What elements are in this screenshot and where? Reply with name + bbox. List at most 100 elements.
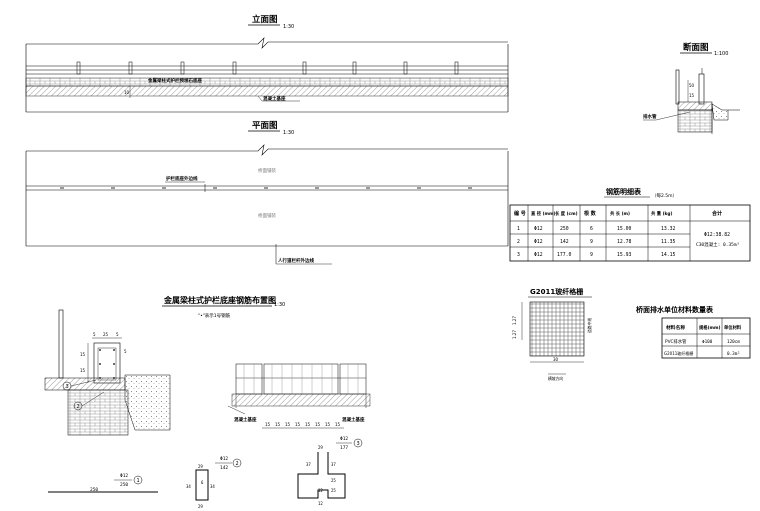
plan-label-deck-1: 桥面铺装 bbox=[258, 167, 276, 174]
rebar-r1-total-wt: 13.32 bbox=[661, 226, 676, 232]
bar2-length: 142 bbox=[220, 465, 228, 471]
bar3-dim-7: 12 bbox=[318, 501, 323, 506]
bar2-number: 2 bbox=[236, 461, 239, 467]
layout-spacing-3: 15 bbox=[285, 422, 291, 427]
layout-note: "•"表示1号钢筋 bbox=[198, 312, 231, 319]
rebar-th-len: 长 度 (cm) bbox=[555, 210, 578, 217]
elevation-concrete-strip bbox=[25, 85, 509, 97]
layout-dim-top-2: 25 bbox=[103, 332, 109, 337]
section-title: 断面图 bbox=[683, 42, 709, 53]
layout-dim-side-1: 15 bbox=[80, 352, 86, 357]
material-table-title: 桥面排水单位材料数量表 bbox=[636, 305, 714, 314]
bar3-dim-1: 29 bbox=[318, 445, 323, 450]
mat-th-name: 材料名称 bbox=[665, 324, 685, 331]
layout-spacing-8: 15 bbox=[335, 422, 341, 427]
layout-spacing-6: 15 bbox=[315, 422, 321, 427]
rebar-r3-len: 177.0 bbox=[557, 252, 572, 258]
rebar-r1-dia: Φ12 bbox=[534, 226, 543, 232]
rebar-r2-count: 9 bbox=[590, 239, 593, 245]
bar3-number: 3 bbox=[357, 441, 360, 447]
rebar-r3-dia: Φ12 bbox=[534, 252, 543, 258]
plan-label-base-edge: 护栏底座外边线 bbox=[166, 175, 198, 182]
bar-3-detail: Φ12 177 3 29 37 37 25 25 12 12 bbox=[297, 436, 363, 506]
plan-scale: 1:30 bbox=[283, 130, 294, 136]
bar2-dim-2: 34 bbox=[186, 484, 191, 489]
bar3-dim-6: 12 bbox=[318, 488, 323, 493]
bar1-dim: 250 bbox=[90, 487, 98, 493]
plan-view: 平面图 1:30 桥面铺装 桥面铺装 护栏底座外边线 人行道栏杆外边线 bbox=[25, 121, 509, 265]
section-dim-b: 15 bbox=[689, 93, 695, 98]
mat-r1-spec: Φ100 bbox=[702, 339, 713, 345]
bar-2-detail: Φ12 142 2 29 34 6 34 29 bbox=[186, 456, 242, 509]
rebar-r2-dia: Φ12 bbox=[534, 239, 543, 245]
rebar-r3-count: 9 bbox=[590, 252, 593, 258]
bar2-dim-1: 29 bbox=[198, 464, 203, 469]
bar3-dim-3: 37 bbox=[331, 462, 336, 467]
grid-dim-left-2: 1.27 bbox=[512, 330, 517, 339]
bar3-spec: Φ12 bbox=[340, 436, 348, 442]
mat-r1-unit: 120cm bbox=[727, 339, 740, 345]
rebar-r1-count: 6 bbox=[590, 226, 593, 232]
rebar-th-dia: 直 径 (mm) bbox=[531, 210, 556, 217]
elevation-view: 立面图 1:30 金属梁柱式护栏预埋石底座 10 混凝土基座 bbox=[25, 14, 509, 113]
layout-dim-side-2: 5 bbox=[124, 349, 127, 354]
bar2-dim-5: 29 bbox=[198, 504, 203, 509]
rebar-table: 钢筋明细表 （每2.5m） 编 号 直 径 (mm) 长 度 (cm) 根 数 … bbox=[509, 187, 751, 262]
grid-label-bottom: 横坡方向 bbox=[548, 376, 563, 381]
rebar-r2-total-len: 12.78 bbox=[617, 239, 632, 245]
layout-post bbox=[58, 309, 64, 379]
rebar-r1-no: 1 bbox=[517, 226, 520, 232]
rebar-th-no: 编 号 bbox=[514, 210, 526, 217]
section-label-drain: 排水管 bbox=[643, 113, 657, 120]
layout-callout-3-label: 3 bbox=[66, 384, 69, 390]
bar3-dim-5: 25 bbox=[331, 488, 336, 493]
elevation-dim-height: 10 bbox=[124, 90, 130, 95]
rebar-th-total-len: 共 长 (m) bbox=[610, 210, 630, 217]
bar1-length: 250 bbox=[120, 482, 128, 488]
rebar-r3-total-wt: 14.15 bbox=[661, 252, 676, 258]
plan-label-sidewalk: 人行道栏杆外边线 bbox=[277, 257, 314, 264]
bar3-dim-4: 25 bbox=[331, 478, 336, 483]
elevation-base-strip bbox=[25, 77, 509, 87]
elevation-posts bbox=[76, 61, 459, 75]
elevation-label-base: 金属梁柱式护栏预埋石底座 bbox=[147, 77, 202, 84]
rebar-r2-no: 2 bbox=[517, 239, 520, 245]
bar3-callout bbox=[353, 438, 363, 448]
mat-th-unit: 单位材料 bbox=[724, 324, 742, 331]
bar1-spec: Φ12 bbox=[120, 473, 128, 479]
rebar-th-total-wt: 共 重 (kg) bbox=[651, 210, 672, 217]
rebar-r2-len: 142 bbox=[560, 239, 569, 245]
plan-label-deck-2: 桥面铺装 bbox=[258, 212, 276, 219]
layout-base-elevation bbox=[231, 363, 371, 408]
section-dim-a: 50 bbox=[689, 83, 695, 88]
layout-label-concrete-1: 混凝土基座 bbox=[234, 416, 257, 423]
rebar-table-title: 钢筋明细表 bbox=[606, 187, 642, 196]
rebar-total-line1: Φ12:38.82 bbox=[704, 232, 730, 238]
layout-dim-side-3: 15 bbox=[80, 368, 86, 373]
plan-post-marks bbox=[60, 187, 472, 189]
grid-dim-left-1: 1.27 bbox=[512, 316, 517, 325]
layout-spacing-2: 15 bbox=[275, 422, 281, 427]
bar3-length: 177 bbox=[340, 445, 348, 451]
rebar-r2-total-wt: 11.35 bbox=[661, 239, 676, 245]
layout-spacing-4: 15 bbox=[295, 422, 301, 427]
mat-r2-name: G2011玻纤格栅 bbox=[664, 350, 693, 356]
rebar-r1-len: 250 bbox=[560, 226, 569, 232]
mat-th-spec: 规格(mm) bbox=[699, 324, 721, 331]
bar2-dim-3: 6 bbox=[201, 480, 204, 485]
layout-scale: 1:30 bbox=[274, 302, 285, 308]
bar1-callout bbox=[133, 475, 143, 485]
grid-label-right: 道路中线 bbox=[587, 318, 592, 333]
rebar-total-line2: C30混凝土: 0.35m³ bbox=[696, 241, 740, 248]
elevation-label-concrete: 混凝土基座 bbox=[263, 95, 286, 102]
mat-r2-unit: 0.3m² bbox=[727, 351, 740, 357]
rebar-layout-drawing: 金属梁柱式护栏底座钢筋布置图 1:30 "•"表示1号钢筋 5 25 5 15 … bbox=[44, 295, 371, 436]
grid-dim-bottom: 30 bbox=[553, 357, 559, 362]
bar2-spec: Φ12 bbox=[220, 456, 228, 462]
layout-dim-top-1: 5 bbox=[93, 332, 96, 337]
grid-mesh bbox=[529, 301, 585, 357]
rebar-th-sum: 合计 bbox=[711, 210, 722, 217]
material-table: 桥面排水单位材料数量表 材料名称 规格(mm) 单位材料 PVC排水管 Φ100… bbox=[636, 305, 751, 359]
rebar-r1-total-len: 15.00 bbox=[617, 226, 632, 232]
